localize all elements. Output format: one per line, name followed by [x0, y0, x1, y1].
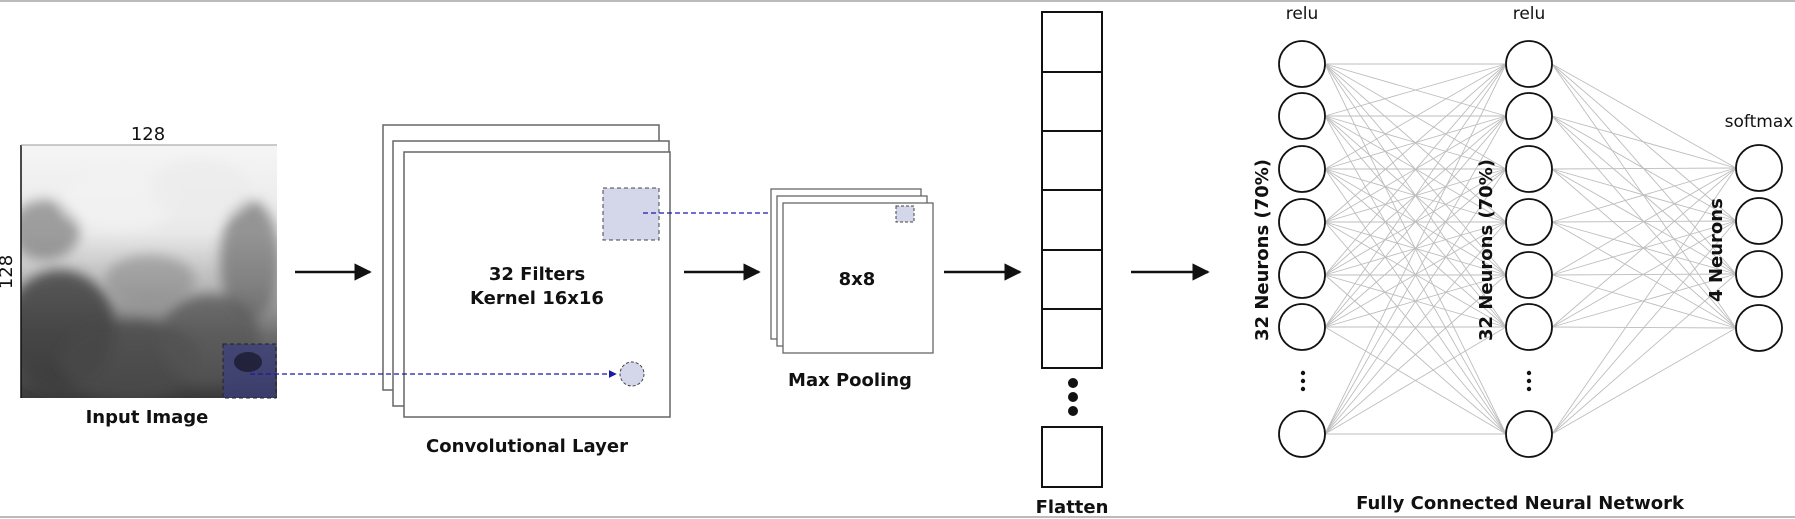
fc-connection-76 [1551, 327, 1737, 435]
conv-output-point [619, 361, 645, 387]
pool-size-label: 8x8 [839, 269, 876, 290]
flatten-caption: Flatten [1036, 497, 1109, 518]
input-image [20, 144, 277, 399]
input-width-label: 128 [131, 124, 165, 145]
layer1-neuron-3 [1278, 198, 1326, 246]
layer1-neuron-1 [1278, 92, 1326, 140]
input-caption: Input Image [86, 407, 209, 428]
fc-neurons [1278, 40, 1783, 458]
fc-connections [1324, 63, 1737, 435]
fc-connection-49 [1551, 63, 1737, 169]
layer1-neuron-6 [1278, 410, 1326, 458]
conv-caption: Convolutional Layer [426, 436, 628, 457]
flatten-vector [1041, 11, 1103, 488]
fc-connection-7 [1324, 63, 1507, 117]
layer2-neuron-5 [1505, 303, 1553, 351]
conv-layer-stack [382, 124, 671, 418]
fc-connection-35 [1324, 63, 1507, 328]
fc-connection-64 [1551, 221, 1737, 329]
fc-connection-52 [1551, 63, 1737, 329]
fc-connection-44 [1324, 168, 1507, 435]
layer3-neuron-2 [1735, 250, 1783, 298]
fc-connection-43 [1324, 115, 1507, 435]
pool-patch [895, 205, 915, 223]
conv-kernel-label: Kernel 16x16 [470, 288, 604, 309]
fc-connection-65 [1551, 167, 1737, 276]
layer2-neuron-6 [1505, 410, 1553, 458]
conv-filters-label: 32 Filters [489, 264, 585, 285]
fc-connection-74 [1551, 220, 1737, 435]
fc-connection-73 [1551, 167, 1737, 435]
layer1-label: 32 Neurons (70%) [1252, 159, 1273, 341]
layer3-neuron-3 [1735, 304, 1783, 352]
layer2-neuron-0 [1505, 40, 1553, 88]
layer2-neuron-1 [1505, 92, 1553, 140]
fc-connection-45 [1324, 221, 1507, 435]
layer3-neuron-1 [1735, 197, 1783, 245]
fc-connection-53 [1551, 115, 1737, 169]
layer2-neuron-2 [1505, 145, 1553, 193]
layer1-activation: relu [1286, 4, 1319, 24]
conv-kernel-patch [602, 187, 660, 241]
max-pooling-stack [770, 188, 934, 354]
layer3-activation: softmax [1725, 112, 1794, 132]
fc-connection-46 [1324, 274, 1507, 435]
fc-connection-57 [1551, 167, 1737, 170]
layer1-neuron-0 [1278, 40, 1326, 88]
fc-caption: Fully Connected Neural Network [1356, 493, 1685, 514]
fc-connection-61 [1551, 167, 1737, 223]
fc-connection-60 [1551, 168, 1737, 329]
fc-ellipsis [1300, 370, 1532, 392]
layer1-neuron-4 [1278, 251, 1326, 299]
layer2-label: 32 Neurons (70%) [1476, 159, 1497, 341]
pool-caption: Max Pooling [788, 370, 912, 391]
fc-connection-28 [1324, 63, 1507, 276]
layer2-neuron-4 [1505, 251, 1553, 299]
layer1-neuron-5 [1278, 303, 1326, 351]
fc-connection-70 [1551, 220, 1737, 328]
layer1-neuron-2 [1278, 145, 1326, 193]
fc-connection-21 [1324, 63, 1507, 223]
fc-connection-36 [1324, 115, 1507, 328]
fc-connection-50 [1551, 63, 1737, 222]
layer3-neuron-0 [1735, 144, 1783, 192]
fc-connection-14 [1324, 63, 1507, 170]
layer2-neuron-3 [1505, 198, 1553, 246]
fc-connection-69 [1551, 167, 1737, 328]
fc-connection-42 [1324, 63, 1507, 435]
layer3-label: 4 Neurons [1706, 198, 1727, 302]
fc-connection-75 [1551, 273, 1737, 435]
layer2-activation: relu [1513, 4, 1546, 24]
fc-connection-47 [1324, 326, 1507, 435]
input-height-label: 128 [0, 255, 17, 289]
